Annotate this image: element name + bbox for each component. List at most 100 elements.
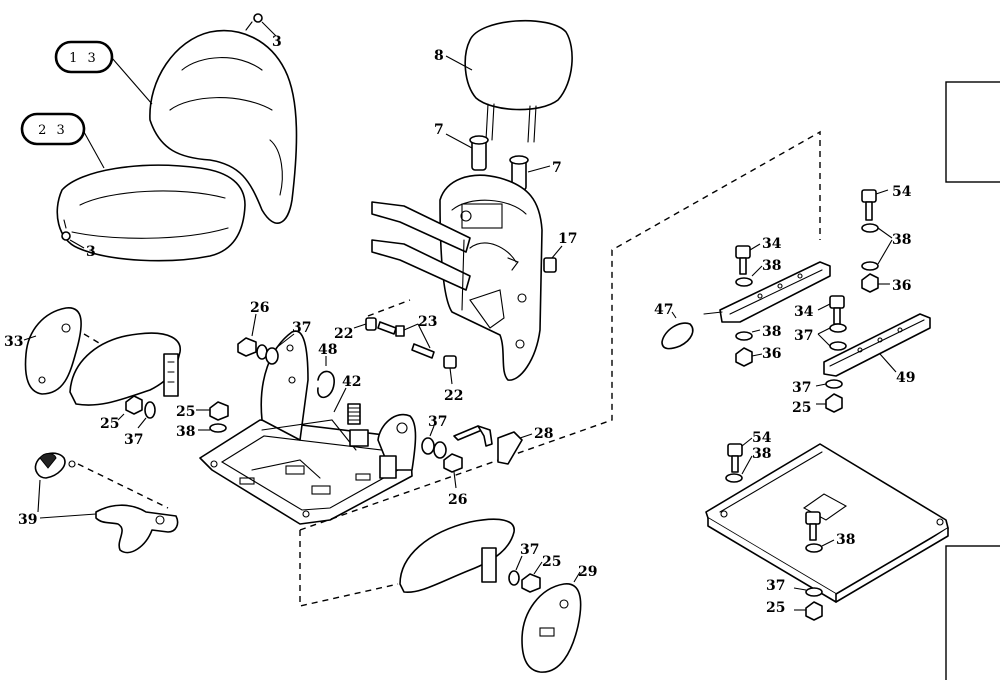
label-49: 49 bbox=[896, 370, 915, 386]
label-36-lower: 36 bbox=[762, 346, 781, 362]
screw-3-bottom[interactable]: 3 bbox=[61, 219, 96, 260]
slide-rail-upper[interactable] bbox=[703, 261, 831, 323]
label-22-right: 22 bbox=[444, 388, 463, 404]
clip-17[interactable]: 17 bbox=[543, 231, 577, 273]
label-37-left: 37 bbox=[124, 432, 143, 448]
nut-26-right[interactable]: 26 bbox=[443, 453, 467, 508]
backrest-strap-upper bbox=[371, 201, 471, 253]
label-25-left: 25 bbox=[100, 416, 119, 432]
label-42: 42 bbox=[342, 374, 361, 390]
nut-25-rail[interactable]: 25 bbox=[792, 393, 843, 416]
washer-38-plate-top[interactable]: 38 bbox=[725, 446, 771, 483]
label-37-rail: 37 bbox=[794, 328, 813, 344]
lever-42[interactable]: 42 bbox=[333, 374, 369, 447]
label-48: 48 bbox=[318, 342, 337, 358]
screw-3-top[interactable]: 3 bbox=[245, 13, 282, 50]
label-37-plate: 37 bbox=[766, 578, 785, 594]
backrest-cushion bbox=[149, 29, 298, 224]
bolt-23[interactable]: 23 bbox=[377, 314, 437, 359]
nut-25-left[interactable]: 25 bbox=[100, 395, 143, 432]
label-22-left: 22 bbox=[334, 326, 353, 342]
nut-25-bottom[interactable]: 25 bbox=[521, 554, 561, 593]
label-17: 17 bbox=[558, 231, 577, 247]
nut-36-top[interactable]: 36 bbox=[861, 273, 911, 294]
nut-25-center[interactable]: 25 bbox=[176, 401, 229, 421]
pin-22-right[interactable]: 22 bbox=[443, 355, 463, 404]
washer-37-rail[interactable]: 37 bbox=[794, 323, 847, 351]
side-cover-29[interactable]: 29 bbox=[521, 564, 597, 673]
label-26-right: 26 bbox=[448, 492, 467, 508]
backrest-strap-lower bbox=[371, 239, 471, 291]
callout-23-label: 2 3 bbox=[38, 123, 68, 138]
page-side-tab-bottom[interactable] bbox=[945, 545, 1000, 680]
label-29: 29 bbox=[578, 564, 597, 580]
label-34-top: 34 bbox=[762, 236, 782, 252]
rod-bracket[interactable] bbox=[453, 425, 493, 447]
label-54-top: 54 bbox=[892, 184, 912, 200]
label-37-rail-lower: 37 bbox=[792, 380, 811, 396]
label-3-top: 3 bbox=[272, 34, 282, 50]
washer-38-top-right[interactable]: 38 bbox=[861, 223, 911, 271]
label-38-lower: 38 bbox=[762, 324, 781, 340]
label-54-plate: 54 bbox=[752, 430, 772, 446]
label-7-right: 7 bbox=[552, 160, 562, 176]
armrest-right[interactable] bbox=[399, 518, 515, 593]
bolt-54-plate[interactable]: 54 bbox=[727, 430, 772, 473]
headrest[interactable]: 8 bbox=[434, 19, 573, 143]
washer-38-lower[interactable]: 38 bbox=[735, 324, 781, 341]
label-8: 8 bbox=[434, 48, 444, 64]
slide-rail-lower-49[interactable]: 49 bbox=[823, 313, 931, 386]
seat-upholstery bbox=[56, 29, 298, 262]
bolt-34-top[interactable]: 34 bbox=[735, 236, 782, 275]
washer-37-plate[interactable]: 37 bbox=[766, 578, 823, 597]
label-38-center: 38 bbox=[176, 424, 195, 440]
label-7-left: 7 bbox=[434, 122, 444, 138]
side-cover-33[interactable]: 33 bbox=[4, 307, 82, 395]
page-side-tab-top[interactable] bbox=[945, 81, 1000, 183]
label-23: 23 bbox=[418, 314, 437, 330]
label-37-right: 37 bbox=[428, 414, 447, 430]
washer-37-bottom[interactable]: 37 bbox=[508, 542, 539, 586]
washer-37-rail-lower[interactable]: 37 bbox=[792, 379, 843, 396]
callout-13-label: 1 3 bbox=[69, 51, 99, 66]
mounting-plate[interactable] bbox=[705, 443, 949, 603]
seat-base-frame[interactable] bbox=[199, 330, 417, 525]
label-39: 39 bbox=[18, 512, 37, 528]
label-38-plate-top: 38 bbox=[752, 446, 771, 462]
label-25-bottom: 25 bbox=[542, 554, 561, 570]
bolt-38-plate[interactable]: 38 bbox=[805, 511, 855, 553]
backrest-frame[interactable] bbox=[371, 174, 543, 381]
washer-38-center[interactable]: 38 bbox=[176, 423, 227, 440]
label-47: 47 bbox=[654, 302, 673, 318]
knob-47[interactable]: 47 bbox=[654, 302, 694, 350]
washer-37-top[interactable]: 37 bbox=[256, 320, 311, 365]
label-34-lower: 34 bbox=[794, 304, 814, 320]
label-33: 33 bbox=[4, 334, 23, 350]
nut-25-plate[interactable]: 25 bbox=[766, 600, 823, 621]
spring-48[interactable]: 48 bbox=[317, 342, 338, 399]
pin-22-left[interactable]: 22 bbox=[334, 317, 377, 342]
label-37-top: 37 bbox=[292, 320, 311, 336]
nut-26-left[interactable]: 26 bbox=[237, 300, 269, 357]
label-28: 28 bbox=[534, 426, 553, 442]
washer-38-mid-right[interactable]: 38 bbox=[735, 258, 781, 287]
callout-23[interactable]: 2 3 bbox=[20, 112, 86, 146]
label-26-left: 26 bbox=[250, 300, 269, 316]
armrest-left[interactable] bbox=[69, 332, 181, 406]
nut-36-lower[interactable]: 36 bbox=[735, 346, 781, 367]
washer-37-left[interactable]: 37 bbox=[124, 401, 156, 448]
handle-39[interactable]: 39 bbox=[18, 452, 179, 554]
washer-37-right[interactable]: 37 bbox=[421, 414, 447, 459]
label-25-rail: 25 bbox=[792, 400, 811, 416]
headrest-guide-7-left[interactable]: 7 bbox=[434, 122, 489, 171]
label-38-top-right: 38 bbox=[892, 232, 911, 248]
handle-28[interactable]: 28 bbox=[497, 426, 553, 465]
bolt-54-top[interactable]: 54 bbox=[861, 184, 912, 221]
label-38-plate: 38 bbox=[836, 532, 855, 548]
seat-base-side-left bbox=[260, 330, 309, 441]
label-37-bottom: 37 bbox=[520, 542, 539, 558]
callout-13[interactable]: 1 3 bbox=[54, 40, 114, 74]
bolt-34-lower[interactable]: 34 bbox=[794, 295, 845, 325]
